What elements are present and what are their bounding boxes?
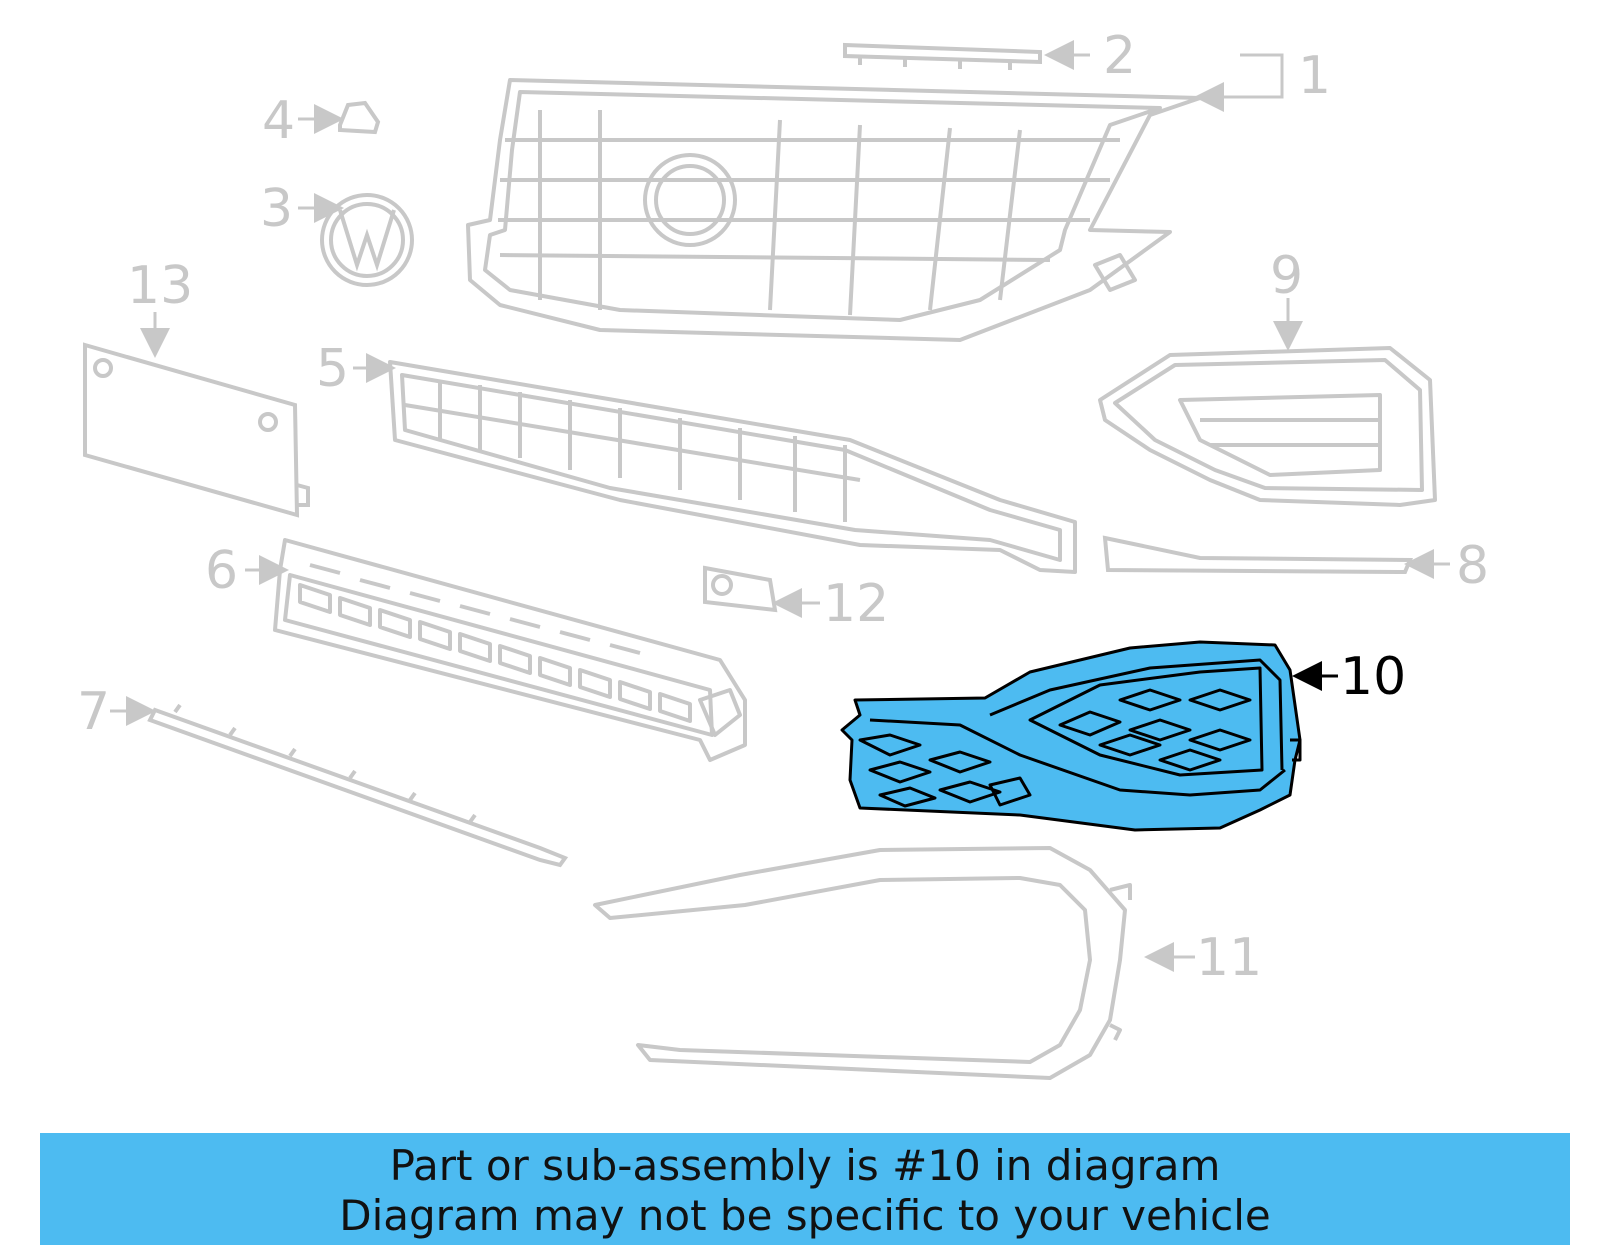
part-5-lower-grille <box>388 360 1077 574</box>
callout-8: 8 <box>1456 536 1490 596</box>
callout-4: 4 <box>262 91 296 151</box>
callout-5: 5 <box>316 339 350 399</box>
callout-3: 3 <box>260 179 294 239</box>
part-6-honeycomb-grille <box>273 538 747 762</box>
part-3-emblem <box>320 193 414 287</box>
part-7-lower-strip <box>147 703 569 868</box>
callout-7: 7 <box>77 682 111 742</box>
part-9-fog-cover <box>1098 346 1437 507</box>
callout-9: 9 <box>1270 246 1304 306</box>
part-12-sensor-bracket <box>703 565 778 613</box>
callout-13: 13 <box>127 256 194 316</box>
part-4-clip <box>338 100 381 135</box>
callout-10: 10 <box>1340 647 1407 707</box>
part-8-trim-strip <box>1102 535 1413 575</box>
banner-line-2: Diagram may not be specific to your vehi… <box>339 1191 1271 1240</box>
callout-6: 6 <box>205 541 239 601</box>
banner-line-1: Part or sub-assembly is #10 in diagram <box>389 1141 1221 1190</box>
callout-12: 12 <box>823 574 890 634</box>
part-13-license-bracket <box>83 342 310 518</box>
part-2-molding-strip <box>843 42 1042 70</box>
part-10-highlighted-insert <box>840 640 1302 832</box>
leader-1 <box>1194 53 1284 112</box>
callout-11: 11 <box>1196 928 1263 988</box>
info-banner: Part or sub-assembly is #10 in diagram D… <box>40 1133 1570 1245</box>
leader-lines <box>110 40 1450 972</box>
callout-2: 2 <box>1103 26 1137 86</box>
callout-1: 1 <box>1298 46 1332 106</box>
part-1-upper-grille <box>466 78 1202 342</box>
part-11-fog-surround <box>593 846 1132 1080</box>
